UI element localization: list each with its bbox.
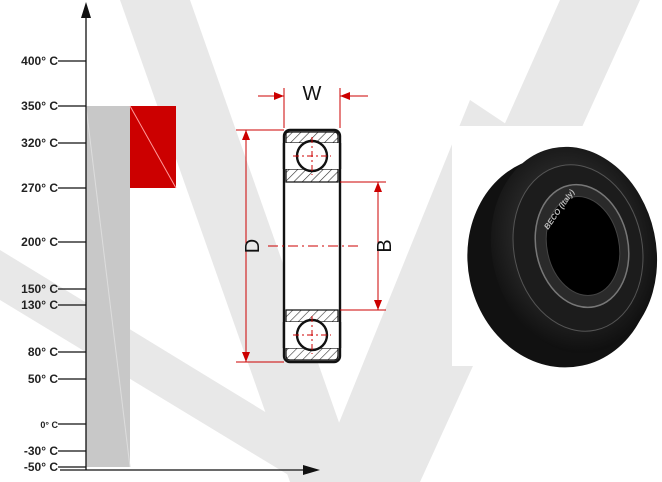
width-arrow-left-icon [274, 92, 284, 100]
outer-diameter-label: D [242, 239, 264, 253]
standard-range-shading [85, 105, 131, 468]
diameter-arrow-up-icon [242, 130, 250, 140]
temperature-tick-label: -50° C [24, 460, 58, 474]
width-label: W [303, 83, 322, 105]
temperature-tick-label: 200° C [21, 235, 58, 249]
dimension-annotations [236, 88, 386, 363]
bore-arrow-down-icon [374, 300, 382, 310]
temperature-range-chart: 400° C 350° C 320° C 270° C 200° C 150° C 130°… [21, 2, 320, 475]
width-arrow-right-icon [340, 92, 350, 100]
bearing-product-photo: BECO (Italy) [452, 126, 662, 368]
temperature-tick-label: 350° C [21, 99, 58, 113]
bore-label: B [374, 239, 396, 252]
axis-arrow-up-icon [81, 2, 91, 18]
temperature-tick-label: 320° C [21, 136, 58, 150]
temperature-tick-label: 0° C [40, 420, 58, 430]
temperature-tick-label: 50° C [28, 372, 58, 386]
temperature-tick-label: 80° C [28, 345, 58, 359]
bearing-bore [545, 196, 621, 296]
temperature-tick-label: 400° C [21, 54, 58, 68]
axis-arrow-right-icon [303, 465, 320, 475]
temperature-tick-label: 130° C [21, 298, 58, 312]
high-temperature-range-bar [129, 105, 177, 189]
bearing-cross-section [268, 128, 358, 364]
temperature-tick-label: 150° C [21, 282, 58, 296]
bore-arrow-up-icon [374, 182, 382, 192]
diameter-arrow-down-icon [242, 352, 250, 362]
temperature-tick-label: 270° C [21, 181, 58, 195]
temperature-tick-label: -30° C [24, 444, 58, 458]
